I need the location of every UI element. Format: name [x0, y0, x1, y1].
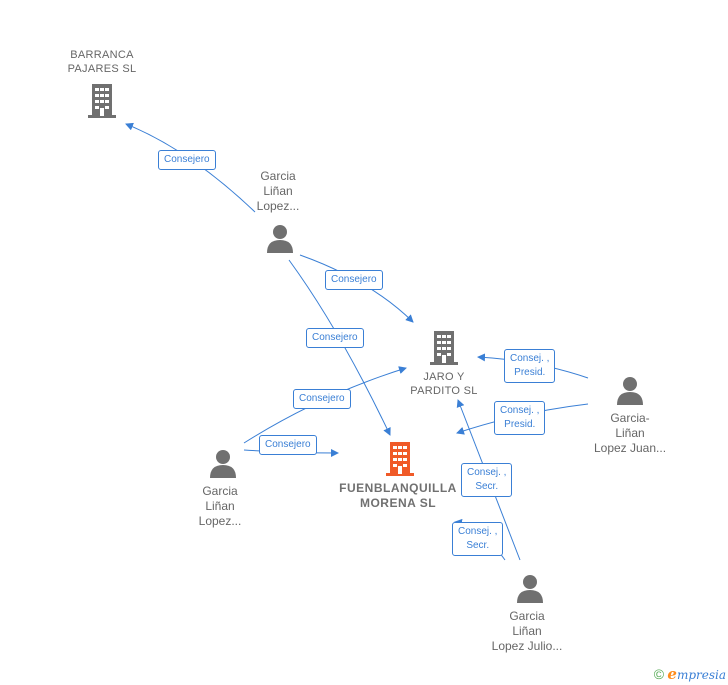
jaro-building-icon[interactable] — [428, 331, 460, 365]
barranca-building-icon[interactable] — [86, 84, 118, 118]
copyright-symbol: © — [653, 666, 665, 682]
garcia-right-label[interactable]: Garcia- Liñan Lopez Juan... — [593, 411, 667, 455]
garcia-top-person-icon[interactable] — [265, 223, 295, 253]
edge-label-e8[interactable]: Consej. , Secr. — [461, 463, 513, 497]
edge-label-e9[interactable]: Consej. , Secr. — [452, 522, 504, 556]
garcia-left-person-icon[interactable] — [208, 448, 238, 478]
edge-label-e2[interactable]: Consejero — [325, 270, 383, 290]
fuenblanquilla-building-icon[interactable] — [384, 442, 416, 476]
jaro-label[interactable]: JARO Y PARDITO SL — [410, 371, 478, 397]
edge-label-e7[interactable]: Consej. , Presid. — [494, 401, 546, 435]
brand-footer[interactable]: © empresia — [654, 665, 726, 683]
edge-label-e3[interactable]: Consejero — [306, 328, 364, 348]
barranca-label[interactable]: BARRANCA PAJARES SL — [67, 49, 137, 75]
garcia-right-person-icon[interactable] — [615, 375, 645, 405]
garcia-top-label[interactable]: Garcia Liñan Lopez... — [256, 169, 300, 213]
edge-label-e5[interactable]: Consejero — [259, 435, 317, 455]
edge-label-e6[interactable]: Consej. , Presid. — [504, 349, 556, 383]
brand-initial: e — [667, 665, 677, 683]
edge-label-e4[interactable]: Consejero — [293, 389, 351, 409]
garcia-left-label[interactable]: Garcia Liñan Lopez... — [198, 484, 242, 528]
garcia-bottom-person-icon[interactable] — [515, 573, 545, 603]
fuenblanquilla-label[interactable]: FUENBLANQUILLA MORENA SL — [339, 481, 457, 510]
garcia-bottom-label[interactable]: Garcia Liñan Lopez Julio... — [491, 609, 563, 653]
edge-label-e1[interactable]: Consejero — [158, 150, 216, 170]
brand-name: mpresia — [676, 668, 726, 682]
